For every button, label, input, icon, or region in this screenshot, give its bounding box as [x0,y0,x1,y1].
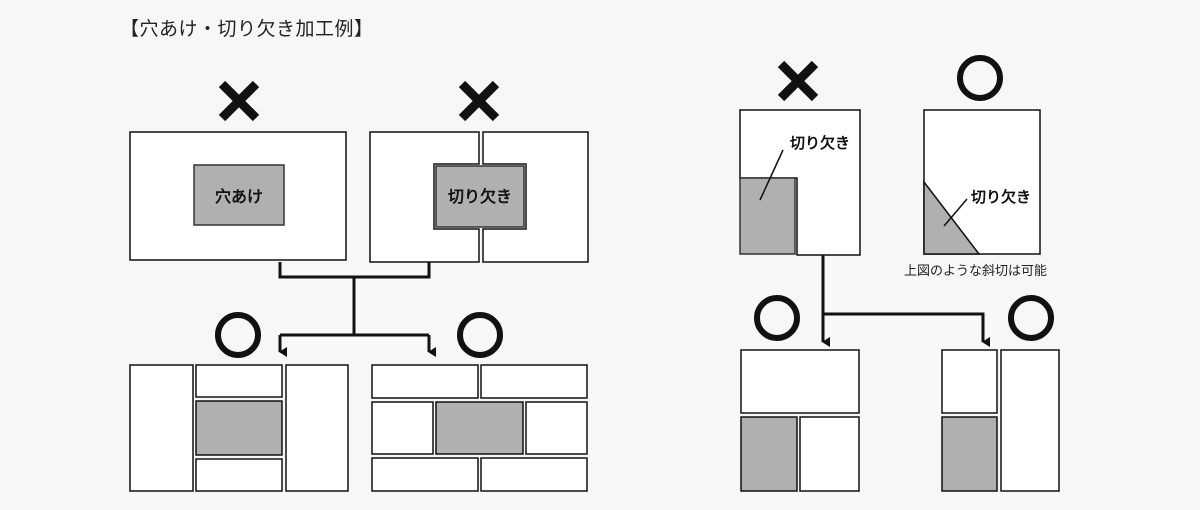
notch-label: 切り欠き [448,187,512,206]
diagonal-notch-label: 切り欠き [971,188,1031,206]
ok-layout-notch [371,364,588,492]
ok-mark-diagonal [957,55,1003,101]
ok-layout-hole [129,364,349,492]
notch-region [435,165,525,228]
ok-layout-corner-b [941,349,1060,492]
connector-left [278,262,436,357]
ng-mark-notch [458,80,500,122]
ng-mark-corner [777,60,819,102]
page-title: 【穴あけ・切り欠き加工例】 [120,18,374,40]
ok-mark-left-1 [215,312,261,358]
ok-mark-right-1 [754,295,800,341]
ok-panel-diagonal [923,109,1041,255]
ok-layout-corner-a [740,349,860,492]
ng-panel-corner-notch [739,109,861,256]
corner-notch-label: 切り欠き [790,134,850,152]
ok-mark-right-2 [1008,295,1054,341]
hole-region [193,164,285,226]
connector-right [821,255,990,347]
ok-mark-left-2 [457,312,503,358]
diagonal-note: 上図のような斜切は可能 [904,264,1047,279]
hole-label: 穴あけ [215,187,263,206]
ng-mark-hole [218,80,260,122]
ng-panel-notch [369,131,589,263]
